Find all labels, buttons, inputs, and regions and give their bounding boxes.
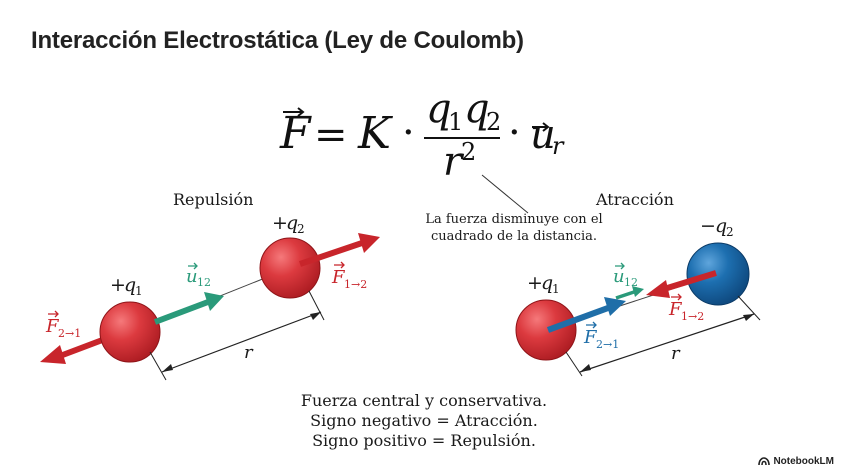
- formula-q2-sub: 2: [486, 108, 501, 136]
- label-q1-sign: +: [527, 272, 543, 294]
- label-force-21-sub: 2→1: [58, 327, 81, 340]
- brand-name: NotebookLM: [773, 456, 834, 467]
- vector-arrow-icon: [48, 310, 59, 318]
- label-q2-sign: −: [700, 215, 716, 237]
- formula-force: F: [279, 108, 312, 159]
- notebooklm-logo-icon: [758, 457, 771, 466]
- formula-dot-1: ·: [402, 110, 415, 156]
- label-unit-vector-sub: 12: [197, 276, 211, 289]
- distance-tick-2: [308, 290, 325, 321]
- charge-q1-attraction: [515, 299, 577, 361]
- label-force-12: F: [668, 299, 683, 320]
- label-q2: q: [286, 212, 298, 234]
- vector-arrow-icon: [671, 293, 682, 301]
- label-q2-sub: 2: [297, 222, 305, 236]
- force-arrow-12: [663, 270, 717, 292]
- vector-arrow-icon: [532, 122, 550, 132]
- label-q2-sub: 2: [726, 225, 734, 239]
- label-q1-sub: 1: [135, 284, 143, 298]
- force-arrowhead-12: [646, 280, 670, 298]
- label-force-12: F: [331, 267, 346, 288]
- caption-line-2: Signo negativo = Atracción.: [310, 411, 538, 430]
- label-q1: q: [541, 272, 553, 294]
- label-force-21: F: [45, 316, 60, 337]
- force-arrowhead-12: [358, 233, 380, 253]
- force-arrowhead-21: [604, 297, 626, 316]
- label-force-21-sub: 2→1: [596, 338, 619, 351]
- unit-vector-arrowhead: [632, 286, 644, 297]
- formula-unit-vector: u: [530, 112, 556, 158]
- distance-arrowhead-left: [162, 364, 173, 372]
- formula-r: r: [443, 139, 465, 185]
- unit-vector-arrowhead: [204, 292, 224, 311]
- label-distance: r: [671, 343, 681, 364]
- distance-line: [161, 311, 322, 373]
- label-q2-sign: +: [272, 212, 288, 234]
- label-force-12-sub: 1→2: [344, 278, 367, 291]
- distance-line: [579, 313, 755, 373]
- brand-badge: NotebookLM: [758, 456, 834, 467]
- repulsion-diagram: Repulsión + q 1 + q 2: [40, 190, 380, 381]
- formula-r-exp: 2: [461, 138, 476, 166]
- annotation-note: La fuerza disminuye con el cuadrado de l…: [425, 212, 602, 244]
- label-force-21: F: [583, 327, 598, 348]
- label-q1-sub: 1: [552, 282, 560, 296]
- vector-arrow-icon: [334, 261, 345, 269]
- repulsion-heading: Repulsión: [173, 190, 253, 209]
- unit-vector-arrow: [153, 299, 210, 325]
- formula-q1-sub: 1: [448, 108, 463, 136]
- annotation-line-2: cuadrado de la distancia.: [431, 229, 597, 244]
- page-title: Interacción Electrostática (Ley de Coulo…: [31, 27, 524, 54]
- distance-tick-1: [149, 351, 167, 381]
- charge-q2-repulsion: [259, 237, 321, 299]
- label-unit-vector: u: [186, 266, 198, 287]
- force-arrowhead-21: [40, 345, 66, 364]
- formula-dot-2: ·: [508, 110, 521, 156]
- formula-unit-vector-sub: r: [552, 132, 565, 160]
- coulomb-formula: F = K · q 1 q 2 r 2 · u r: [279, 86, 565, 185]
- force-arrow-12: [299, 240, 363, 267]
- caption-line-3: Signo positivo = Repulsión.: [312, 431, 536, 450]
- label-unit-vector: u: [613, 266, 625, 287]
- label-distance: r: [244, 342, 254, 363]
- distance-arrowhead-left: [580, 364, 591, 372]
- label-unit-vector-sub: 12: [624, 276, 638, 289]
- label-q1: q: [124, 274, 136, 296]
- formula-q1: q: [426, 86, 452, 132]
- caption-line-1: Fuerza central y conservativa.: [300, 391, 548, 410]
- formula-q2: q: [464, 86, 490, 132]
- vector-arrow-icon: [586, 321, 597, 329]
- vector-arrow-icon: [188, 262, 198, 270]
- vector-arrow-icon: [283, 107, 305, 117]
- annotation-line-1: La fuerza disminuye con el: [425, 212, 602, 227]
- attraction-diagram: Atracción + q 1 − q 2 F: [515, 190, 761, 377]
- label-force-12-sub: 1→2: [681, 310, 704, 323]
- force-arrow-21: [546, 305, 610, 333]
- formula-constant: K: [357, 108, 393, 159]
- distance-arrowhead-right: [310, 312, 321, 320]
- distance-arrowhead-right: [743, 314, 754, 321]
- vector-arrow-icon: [615, 262, 625, 270]
- distance-tick-1: [565, 351, 583, 377]
- label-q1-sign: +: [110, 274, 126, 296]
- formula-equals: =: [314, 112, 348, 158]
- label-q2: q: [715, 215, 727, 237]
- attraction-heading: Atracción: [595, 190, 674, 209]
- unit-vector-arrow: [615, 290, 635, 300]
- annotation-leader-line: [481, 174, 529, 214]
- charge-q2-attraction: [686, 242, 750, 306]
- charge-q1-repulsion: [99, 301, 161, 363]
- distance-tick-2: [737, 295, 761, 321]
